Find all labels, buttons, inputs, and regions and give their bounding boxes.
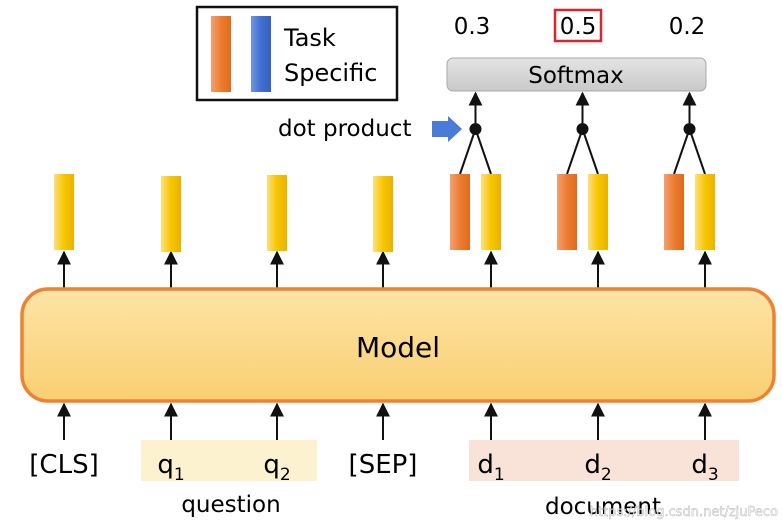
task-specific-bar-orange: [450, 174, 470, 250]
dot-product-node: [469, 123, 482, 135]
question-group-bg: [141, 440, 317, 481]
token-1: q1: [157, 450, 184, 485]
dot-product-node: [576, 123, 589, 135]
token-4: d1: [477, 450, 504, 485]
connector-line: [459, 128, 477, 175]
token-2: q2: [263, 450, 290, 485]
legend-orange-bar: [211, 16, 231, 92]
task-specific-bar-orange: [557, 174, 577, 250]
token-subscript: 1: [174, 465, 185, 485]
token-base: d: [584, 450, 601, 480]
token-base: d: [691, 450, 708, 480]
connector-line: [566, 128, 584, 175]
token-base: d: [477, 450, 494, 480]
softmax-score-2: 0.2: [669, 14, 706, 40]
output-bar-yellow: [481, 174, 501, 250]
token-subscript: 2: [280, 465, 291, 485]
softmax-score-1: 0.5: [560, 14, 597, 40]
watermark: https://blog.csdn.net/zjuPeco: [590, 505, 778, 520]
token-6: d3: [691, 450, 718, 485]
token-base: [SEP]: [349, 450, 418, 480]
dot-product-node: [683, 123, 696, 135]
model-block: Model: [20, 287, 776, 403]
connector-line: [673, 128, 691, 175]
token-base: q: [157, 450, 174, 480]
output-bar-yellow: [161, 176, 181, 252]
token-subscript: 3: [708, 465, 719, 485]
token-subscript: 2: [601, 465, 612, 485]
legend-label-task: Task: [283, 24, 336, 52]
output-bar-yellow: [695, 174, 715, 250]
connector-line: [474, 128, 492, 175]
softmax-block: Softmax: [446, 57, 707, 92]
output-bar-yellow: [267, 175, 287, 251]
highlight-box: [553, 8, 603, 43]
question-group-label: question: [181, 492, 280, 518]
output-bar-yellow: [54, 174, 74, 250]
dot-product-arrow-icon: [432, 116, 462, 142]
connectors: [57, 91, 712, 440]
model-label: Model: [356, 331, 440, 364]
token-base: q: [263, 450, 280, 480]
document-group-bg: [469, 440, 739, 481]
connector-line: [581, 128, 599, 175]
token-5: d2: [584, 450, 611, 485]
task-specific-bar-orange: [664, 174, 684, 250]
token-0: [CLS]: [29, 450, 98, 480]
output-bars: [54, 174, 715, 252]
output-bar-yellow: [588, 174, 608, 250]
token-3: [SEP]: [349, 450, 418, 480]
output-bar-yellow: [373, 176, 393, 252]
dot-product-label: dot product: [278, 116, 411, 142]
connector-line: [688, 128, 706, 175]
softmax-score-0: 0.3: [454, 14, 491, 40]
legend-label-specific: Specific: [284, 59, 377, 87]
token-base: [CLS]: [29, 450, 98, 480]
legend: Task Specific: [195, 5, 399, 102]
token-subscript: 1: [494, 465, 505, 485]
legend-blue-bar: [251, 16, 271, 92]
document-group-label: document: [545, 494, 661, 520]
softmax-label: Softmax: [528, 63, 624, 89]
softmax-scores: 0.3 0.5 0.2: [454, 8, 706, 43]
